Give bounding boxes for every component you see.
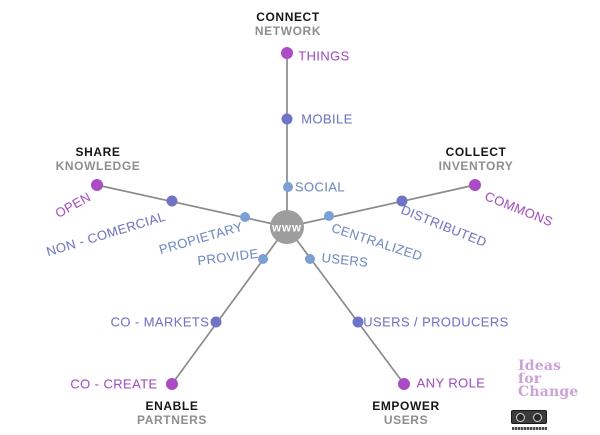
node-dot-propietary [240,212,250,222]
node-dot-centralized [324,211,334,221]
node-label-mobile: MOBILE [301,111,353,127]
node-dot-users-producers [352,316,364,328]
center-node-circle [270,210,304,244]
node-label-co-create: CO - CREATE [70,376,158,392]
node-dot-commons [469,179,481,191]
node-dot-mobile [281,113,293,125]
node-dot-things [281,47,293,59]
node-dot-users [305,254,315,264]
logo-line-2: for [518,371,542,387]
node-label-things: THINGS [298,48,350,64]
header-share-subtitle: KNOWLEDGE [55,159,141,173]
branch-line-collect [286,184,476,228]
node-label-any-role: ANY ROLE [416,375,486,391]
node-dot-co-create [166,378,178,390]
node-dot-provide [258,254,268,264]
creative-commons-badge [511,410,547,424]
header-enable-title: ENABLE [145,399,199,413]
node-label-co-markets: CO - MARKETS [110,314,210,330]
license-caption-bar [512,427,547,430]
branch-line-enable [171,226,288,385]
node-dot-any-role [398,378,410,390]
header-collect-title: COLLECT [445,145,507,159]
cc-attribution-icon [533,412,542,422]
ideas-for-change-logo: Ideas for Change [518,358,579,400]
header-enable-subtitle: PARTNERS [137,413,207,427]
logo-line-3: Change [518,384,579,400]
node-dot-open [91,179,103,191]
branch-line-empower [286,226,405,385]
center-node-label: www [271,223,302,235]
node-dot-social [283,182,293,192]
node-dot-non-comercial [166,195,178,207]
node-label-users-producers: USERS / PRODUCERS [363,314,509,330]
node-dot-distributed [396,195,408,207]
node-dot-co-markets [210,316,222,328]
node-label-social: SOCIAL [294,179,346,195]
header-empower-subtitle: USERS [383,413,429,427]
cc-icon [516,412,525,422]
header-share-title: SHARE [75,145,121,159]
logo-line-1: Ideas [518,358,562,374]
header-empower-title: EMPOWER [372,399,440,413]
header-connect-subtitle: NETWORK [254,24,322,38]
header-collect-subtitle: INVENTORY [438,159,514,173]
branch-line-share [96,184,288,228]
header-connect-title: CONNECT [256,10,320,24]
